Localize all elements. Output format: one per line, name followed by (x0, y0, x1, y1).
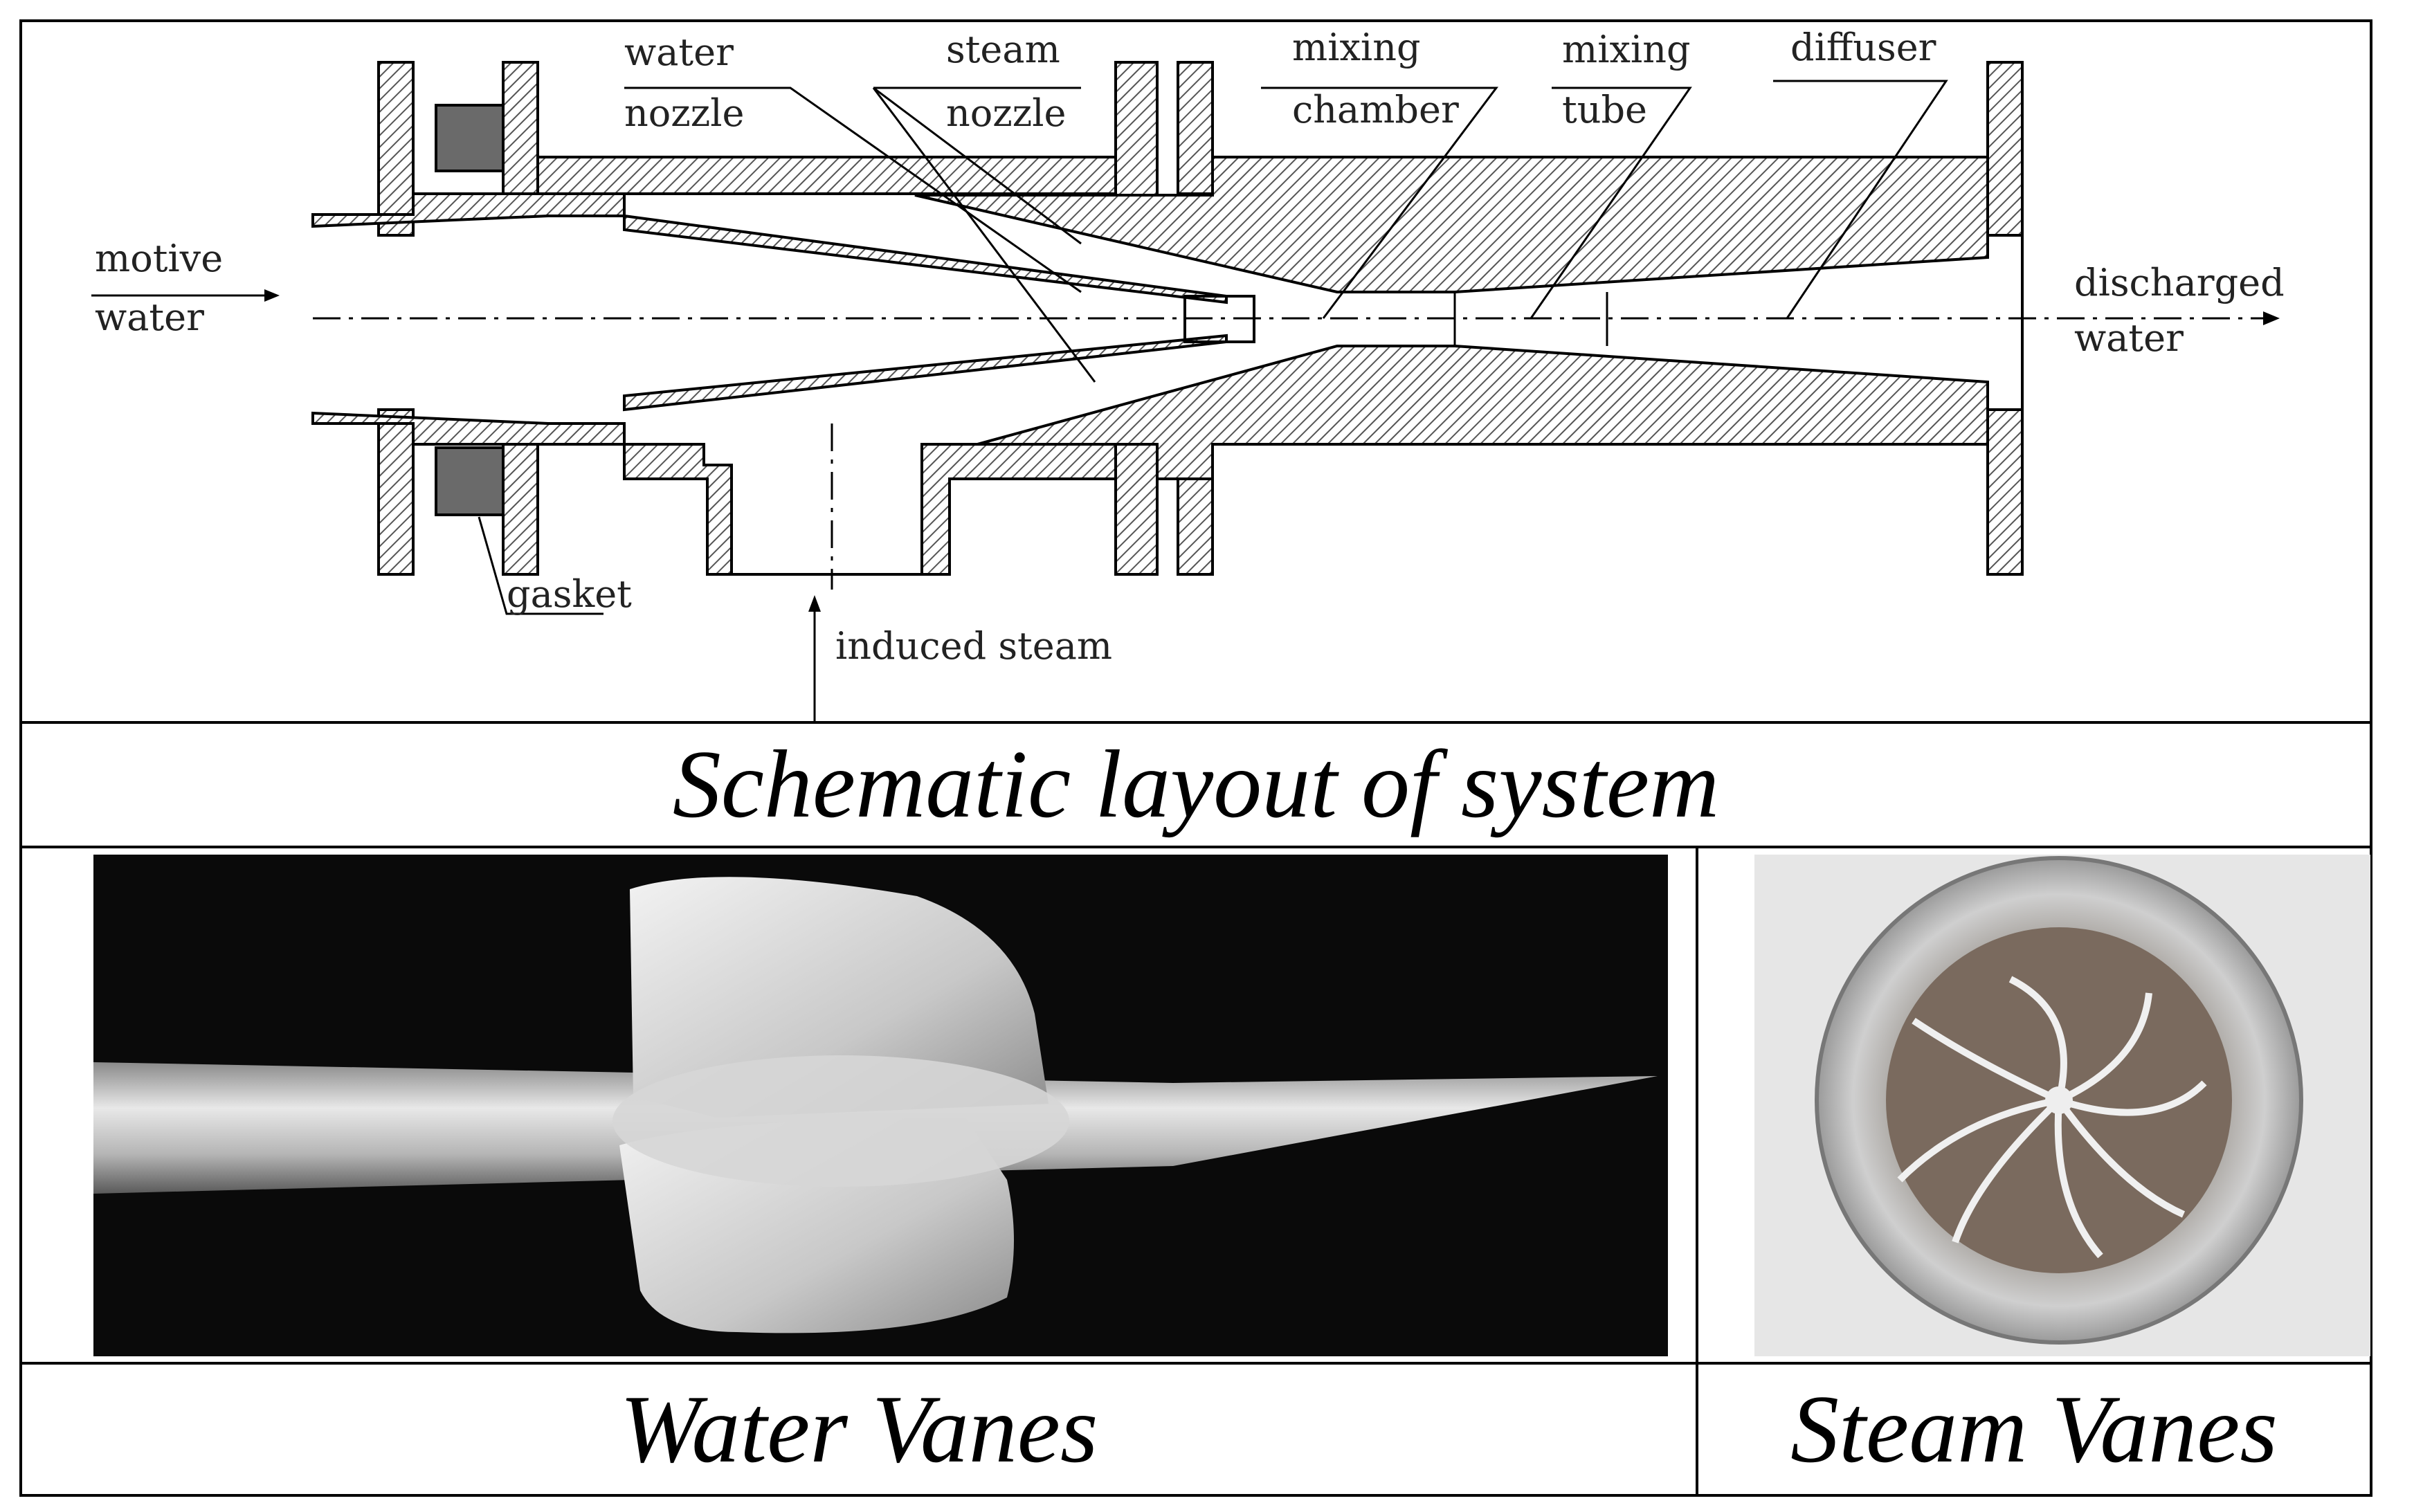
mid-flange-upper (502, 61, 539, 195)
leader-gasket (478, 516, 604, 615)
gasket-lower (435, 446, 505, 516)
steam-vanes-caption: Steam Vanes (1790, 1376, 2278, 1483)
divider-caption-bottom (19, 846, 2372, 848)
hub-center (2045, 1086, 2073, 1114)
steam-body-lower-right (920, 443, 1117, 576)
leader-mixing-tube (1530, 86, 1692, 319)
centerline-arrowhead (2263, 311, 2280, 325)
leader-steam-nozzle-b (872, 87, 1096, 383)
label-mixing-tube-2: tube (1562, 88, 1647, 131)
steam-vanes-photo (1754, 855, 2370, 1356)
mixing-flange-upper (1177, 61, 1214, 195)
steam-body-upper-hatch (536, 156, 1117, 195)
converging-section-lower (977, 345, 1989, 480)
water-nozzle-lower (623, 334, 1228, 412)
steam-flange-upper (1114, 61, 1159, 202)
label-steam-nozzle-2: nozzle (946, 91, 1066, 135)
divider-photos-vertical (1696, 846, 1698, 1497)
figure-frame (19, 19, 2372, 1497)
outlet-flange-lower (1986, 408, 2024, 576)
label-diffuser: diffuser (1790, 26, 1936, 69)
label-induced-steam: induced steam (835, 624, 1112, 668)
label-mixing-tube-1: mixing (1562, 28, 1691, 71)
vane-spokes (1897, 976, 2207, 1259)
label-motive-2: water (95, 295, 204, 339)
vane-upper (630, 877, 1049, 1118)
label-motive-1: motive (95, 237, 223, 280)
gasket-upper (435, 104, 505, 172)
induced-steam-arrowhead (808, 595, 821, 612)
label-discharged-2: water (2074, 316, 2184, 360)
label-gasket: gasket (507, 572, 632, 616)
water-vanes-caption: Water Vanes (619, 1376, 1098, 1483)
divider-photos-bottom (19, 1362, 2372, 1365)
leader-water-nozzle (624, 86, 1082, 293)
water-inlet-lower (311, 411, 626, 446)
schematic-caption: Schematic layout of system (672, 731, 1720, 838)
left-flange-lower (377, 408, 415, 576)
water-vanes-photo (93, 855, 1668, 1356)
steam-body-lower-left (623, 443, 733, 576)
leader-steam-nozzle-a (873, 86, 1082, 245)
mid-flange-lower (502, 443, 539, 576)
label-mixing-chamber-2: chamber (1292, 88, 1459, 131)
label-discharged-1: discharged (2074, 261, 2285, 304)
motive-water-arrowhead (264, 289, 280, 302)
hub (612, 1055, 1069, 1187)
divider-schematic-bottom (19, 721, 2372, 724)
label-mixing-chamber-1: mixing (1292, 26, 1421, 69)
label-water-nozzle-2: nozzle (624, 91, 744, 135)
leader-mixing-chamber (1261, 86, 1499, 319)
label-steam-nozzle-1: steam (946, 28, 1060, 71)
water-inlet-upper (311, 192, 626, 228)
steam-flange-lower (1114, 443, 1159, 576)
outlet-flange-upper (1986, 61, 2024, 237)
label-water-nozzle-1: water (624, 30, 734, 74)
ejector-schematic: water nozzle steam nozzle mixing chamber… (91, 26, 2285, 721)
leader-diffuser (1773, 80, 1948, 319)
left-flange-upper (377, 61, 415, 237)
water-nozzle-upper (623, 214, 1228, 304)
